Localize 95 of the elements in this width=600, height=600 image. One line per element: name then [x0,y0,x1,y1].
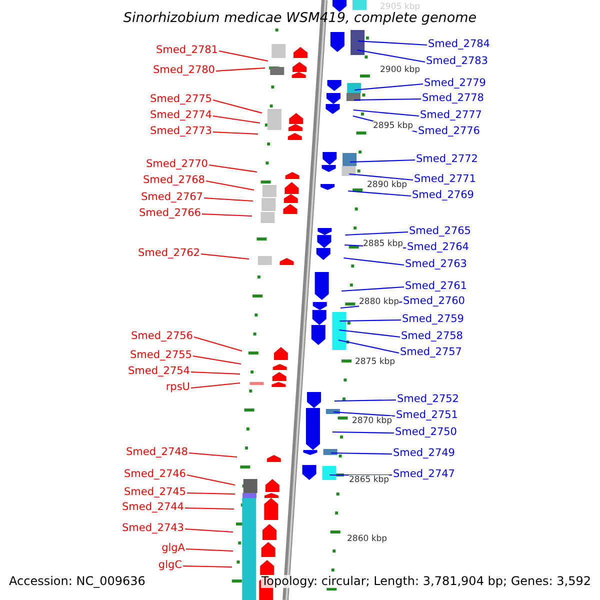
diagram-title: Sinorhizobium medicae WSM419, complete genome [123,10,477,26]
scale-label: 2865 kbp [349,475,390,485]
gene-label: Smed_2774 [150,109,212,122]
gene-label: Smed_2777 [420,109,482,122]
leader-line [204,197,254,202]
gene-label: Smed_2745 [124,486,186,499]
gene-label: rpsU [166,381,190,394]
leader-line [349,173,414,181]
leader-line [182,565,232,568]
gene-label: Smed_2760 [403,295,465,308]
gene-label: Smed_2752 [397,393,459,406]
leader-line [354,98,421,101]
leader-line [184,507,234,510]
leader-line [190,371,240,375]
leader-line [345,231,408,236]
leader-line [186,492,236,495]
gene-label: Smed_2756 [131,330,193,343]
leader-line [344,257,404,266]
leader-line [332,431,394,434]
gene-label: Smed_2775 [150,93,212,106]
leader-line [358,40,428,46]
gene-label: Smed_2751 [396,409,458,422]
scale-label: 2875 kbp [355,357,396,367]
leader-line [202,213,252,217]
gene-label: Smed_2784 [428,38,490,51]
gene-label: Smed_2744 [122,501,184,514]
gene-label: Smed_2759 [402,313,464,326]
gene-label: Smed_2767 [141,191,203,204]
gene-label: Smed_2749 [393,447,455,460]
gene-label: Smed_2768 [143,174,205,187]
gene-label: Smed_2747 [393,468,455,481]
gene-label: glgA [162,542,185,555]
accession-note: Accession: NC_009636 [9,575,146,588]
scale-label: 2880 kbp [359,297,400,307]
gene-label: Smed_2771 [414,173,476,186]
leader-line [186,548,234,552]
leader-line [184,528,234,533]
gene-label: Smed_2762 [138,247,200,260]
gene-label: Smed_2757 [400,346,462,359]
leader-line [340,319,401,322]
leader-line [200,253,250,260]
gene-label: Smed_2769 [412,189,474,202]
genome-summary-note: Topology: circular; Length: 3,781,904 bp; Genes: 3,592 [261,575,591,588]
leader-line [354,83,424,91]
leader-line [216,67,266,72]
gene-label: Smed_2773 [150,125,212,138]
leader-line [334,411,396,417]
scale-label: 2870 kbp [352,416,392,426]
leader-line [338,329,400,338]
leader-line [338,339,400,354]
leader-line [192,355,242,365]
leader-line [190,382,240,389]
leader-line [188,452,238,458]
gene-label: Smed_2765 [409,225,471,238]
gene-label: Smed_2772 [416,153,478,166]
leader-line [212,99,262,114]
gene-label: glgC [158,559,182,572]
scale-label: 2860 kbp [347,534,388,544]
gene-label: Smed_2779 [424,77,486,90]
scale-label: 2890 kbp [367,180,408,190]
scale-label: 2900 kbp [380,65,420,75]
gene-label: Smed_2748 [126,446,188,459]
gene-label: Smed_2770 [146,158,208,171]
leader-line [350,159,416,163]
leader-line [194,336,242,352]
leader-line [353,109,420,117]
gene-label: Smed_2758 [401,330,463,343]
leader-line [331,452,392,455]
gene-label: Smed_2743 [122,522,184,535]
gene-label: Smed_2766 [139,207,201,220]
gene-label: Smed_2778 [422,92,484,105]
gene-label: Smed_2750 [395,426,457,439]
gene-label: Smed_2761 [405,280,467,293]
gene-label: Smed_2781 [156,44,218,57]
leader-line [206,180,254,191]
gene-label: Smed_2763 [405,258,467,271]
leader-line [212,131,258,135]
gene-label: Smed_2746 [124,468,186,481]
leader-line [348,190,412,197]
leader-line [212,115,260,124]
leader-line [357,49,426,63]
scale-label: 2895 kbp [373,121,414,131]
gene-label: Smed_2776 [418,125,480,138]
gene-label: Smed_2780 [153,64,215,77]
leader-line [330,474,392,476]
gene-label: Smed_2755 [130,349,192,362]
leader-line [342,286,404,292]
gene-label: Smed_2754 [128,365,190,378]
gene-label: Smed_2764 [407,241,469,254]
leader-line [218,50,268,62]
leader-line [186,474,236,486]
leader-line [334,399,396,402]
gene-label: Smed_2783 [426,55,488,68]
scale-label: 2885 kbp [363,239,404,249]
leader-line [208,164,258,173]
